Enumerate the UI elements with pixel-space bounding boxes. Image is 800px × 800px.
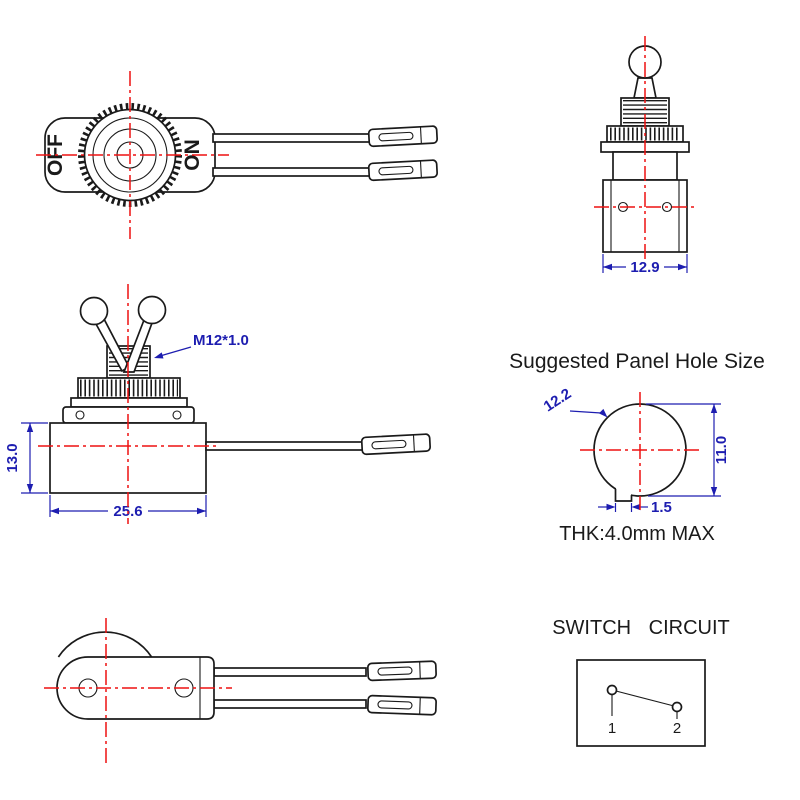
- wire-lower: [212, 159, 439, 182]
- thread-callout: M12*1.0: [154, 332, 249, 359]
- flange-screw: [75, 410, 85, 420]
- terminal-connector: [366, 660, 438, 682]
- flange-screw: [172, 410, 182, 420]
- wire-right: [205, 433, 432, 456]
- flange-arc: [57, 631, 153, 658]
- terminal-label-2: 2: [673, 720, 681, 737]
- switch-body-side: [602, 179, 688, 253]
- terminal-connector: [366, 694, 438, 716]
- thickness-note: THK:4.0mm MAX: [559, 523, 715, 545]
- wire: [213, 699, 367, 709]
- dimension-text: 11.0: [713, 436, 730, 464]
- circuit-box: [576, 659, 706, 747]
- arrowhead: [710, 404, 718, 413]
- wire: [213, 667, 367, 677]
- arrowhead: [678, 263, 687, 271]
- terminal-rivet: [661, 201, 673, 213]
- top-view: OFF ON: [36, 71, 439, 239]
- circuit-diagram: SWITCH CIRCUIT 1 2: [552, 617, 730, 747]
- arrowhead: [710, 487, 718, 496]
- toggle-ball-right: [137, 295, 167, 325]
- thread-label: M12*1.0: [193, 332, 249, 349]
- arrowhead: [598, 408, 608, 418]
- wire: [212, 133, 372, 143]
- wire: [212, 167, 372, 177]
- wire: [205, 441, 365, 451]
- wire-lower: [213, 694, 438, 716]
- switch-blade: [615, 690, 675, 707]
- panel-hole-diagram: Suggested Panel Hole Size 12.2 11.0 1.5: [509, 350, 765, 545]
- dimension-13-0: 13.0: [4, 422, 48, 494]
- contact-terminal-2: [671, 701, 683, 713]
- dimension-12-9: 12.9: [602, 254, 688, 276]
- dimension-text: 1.5: [651, 499, 672, 516]
- dimension-1-5: 1.5: [598, 499, 672, 516]
- keyway-notch: [614, 488, 633, 502]
- toggle-ball-left: [79, 296, 109, 326]
- wire-upper: [213, 660, 438, 682]
- arrowhead: [154, 352, 164, 359]
- notch-mask: [616, 487, 631, 497]
- dimension-text: 13.0: [4, 443, 21, 472]
- side-view: 12.9: [594, 36, 696, 276]
- arrowhead: [26, 484, 34, 493]
- circuit-title: SWITCH CIRCUIT: [552, 617, 730, 639]
- arrowhead: [197, 507, 206, 515]
- front-view: M12*1.0 13.0 25.6: [4, 284, 432, 524]
- arrowhead: [606, 503, 616, 511]
- terminal-label-1: 1: [608, 720, 616, 737]
- arrowhead: [603, 263, 612, 271]
- terminal-connector: [367, 159, 439, 182]
- arrowhead: [50, 507, 59, 515]
- dimension-text: 12.2: [541, 385, 575, 415]
- dimension-11-0: 11.0: [646, 403, 730, 497]
- dimension-12-2: 12.2: [541, 385, 608, 418]
- contact-terminal-1: [606, 684, 618, 696]
- terminal-connector: [367, 125, 439, 148]
- bottom-view: [44, 618, 438, 763]
- panel-hole-title: Suggested Panel Hole Size: [509, 350, 765, 373]
- washer: [70, 397, 188, 408]
- dimension-text: 12.9: [630, 259, 659, 276]
- terminal-connector: [360, 433, 432, 456]
- wire-upper: [212, 125, 439, 148]
- arrowhead: [26, 423, 34, 432]
- arrowhead: [631, 503, 641, 511]
